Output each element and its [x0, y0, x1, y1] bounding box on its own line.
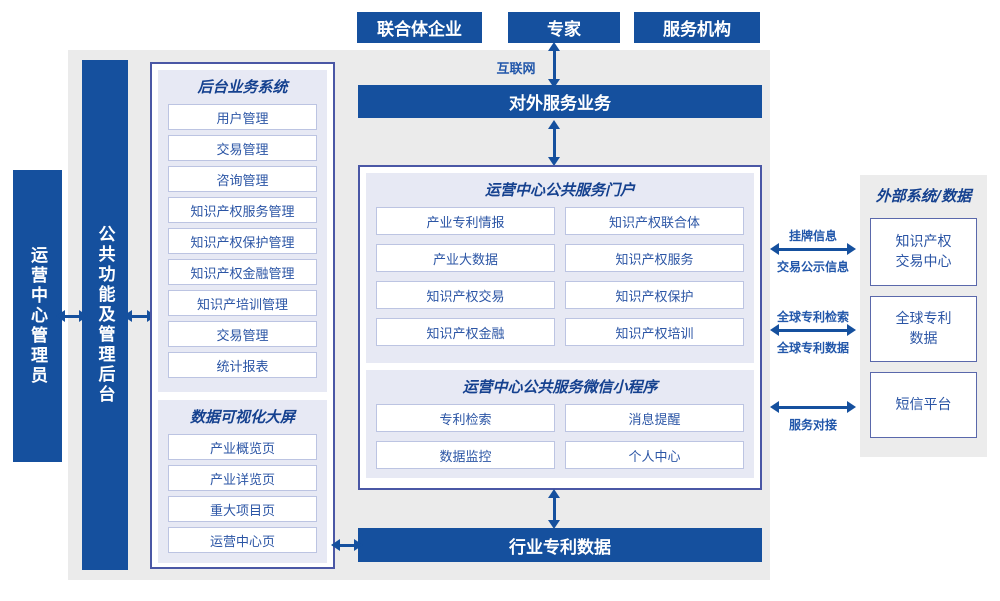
- arrow-ip-trading-center: [770, 243, 856, 255]
- operation-center-admin-bar: 运营中心管理员: [13, 170, 62, 462]
- actor-service-organization: 服务机构: [634, 12, 760, 43]
- public-functions-backend-bar: 公共功能及管理后台: [82, 60, 128, 570]
- backend-item: 咨询管理: [168, 166, 317, 192]
- link-label-transaction-publicity: 交易公示信息: [776, 260, 849, 274]
- center-panel: 运营中心公共服务门户 产业专利情报 知识产权联合体 产业大数据 知识产权服务 知…: [358, 165, 762, 490]
- arrow-leftpanel-to-patent-data: [331, 539, 363, 551]
- datavis-item: 产业概览页: [168, 434, 317, 460]
- link-label-global-patent-data: 全球专利数据: [776, 341, 849, 355]
- backend-item: 知识产权服务管理: [168, 197, 317, 223]
- miniprogram-item: 数据监控: [376, 441, 555, 469]
- arrow-sms-platform: [770, 401, 856, 413]
- portal-item: 知识产权交易: [376, 281, 555, 309]
- link-label-service-docking: 服务对接: [788, 418, 837, 432]
- arrow-admin-to-functions: [56, 310, 88, 322]
- external-service-bar: 对外服务业务: [358, 85, 762, 118]
- external-systems-panel: 外部系统/数据 知识产权 交易中心 全球专利 数据 短信平台: [860, 175, 987, 457]
- data-visualization-title: 数据可视化大屏: [189, 408, 295, 426]
- external-box-sms-platform: 短信平台: [870, 372, 977, 438]
- arrow-internet: [548, 42, 560, 88]
- portal-item: 产业大数据: [376, 244, 555, 272]
- datavis-item: 运营中心页: [168, 527, 317, 553]
- data-visualization-section: 数据可视化大屏 产业概览页 产业详览页 重大项目页 运营中心页: [158, 400, 327, 563]
- arrow-service-to-portal: [548, 120, 560, 166]
- actor-expert: 专家: [508, 12, 620, 43]
- backend-system-title: 后台业务系统: [197, 78, 288, 96]
- industry-patent-data-bar: 行业专利数据: [358, 528, 762, 562]
- miniprogram-item: 专利检索: [376, 404, 555, 432]
- arrow-functions-to-backend: [123, 310, 156, 322]
- datavis-item: 产业详览页: [168, 465, 317, 491]
- backend-system-section: 后台业务系统 用户管理 交易管理 咨询管理 知识产权服务管理 知识产权保护管理 …: [158, 70, 327, 392]
- backend-item: 用户管理: [168, 104, 317, 130]
- portal-section: 运营中心公共服务门户 产业专利情报 知识产权联合体 产业大数据 知识产权服务 知…: [366, 173, 754, 363]
- miniprogram-item: 消息提醒: [565, 404, 744, 432]
- miniprogram-item: 个人中心: [565, 441, 744, 469]
- internet-label: 互联网: [496, 62, 536, 77]
- arrow-portal-to-patent-data: [548, 489, 560, 529]
- portal-item: 知识产权金融: [376, 318, 555, 346]
- datavis-item: 重大项目页: [168, 496, 317, 522]
- backend-item: 交易管理: [168, 321, 317, 347]
- external-systems-title: 外部系统/数据: [875, 187, 972, 205]
- external-box-global-patent-data: 全球专利 数据: [870, 296, 977, 362]
- portal-item: 知识产权培训: [565, 318, 744, 346]
- backend-item: 统计报表: [168, 352, 317, 378]
- miniprogram-title: 运营中心公共服务微信小程序: [462, 378, 658, 396]
- link-label-global-patent-search: 全球专利检索: [776, 310, 849, 324]
- portal-item: 知识产权保护: [565, 281, 744, 309]
- actor-consortium-enterprise: 联合体企业: [357, 12, 482, 43]
- link-label-listing-info: 挂牌信息: [788, 229, 837, 243]
- portal-title: 运营中心公共服务门户: [484, 181, 635, 199]
- arrow-global-patent-data: [770, 324, 856, 336]
- backend-item: 知识产权金融管理: [168, 259, 317, 285]
- miniprogram-section: 运营中心公共服务微信小程序 专利检索 消息提醒 数据监控 个人中心: [366, 370, 754, 478]
- portal-item: 知识产权联合体: [565, 207, 744, 235]
- left-panel: 后台业务系统 用户管理 交易管理 咨询管理 知识产权服务管理 知识产权保护管理 …: [150, 62, 335, 569]
- external-box-ip-trading-center: 知识产权 交易中心: [870, 218, 977, 286]
- portal-item: 知识产权服务: [565, 244, 744, 272]
- backend-item: 知识产权保护管理: [168, 228, 317, 254]
- backend-item: 交易管理: [168, 135, 317, 161]
- backend-item: 知识产培训管理: [168, 290, 317, 316]
- portal-item: 产业专利情报: [376, 207, 555, 235]
